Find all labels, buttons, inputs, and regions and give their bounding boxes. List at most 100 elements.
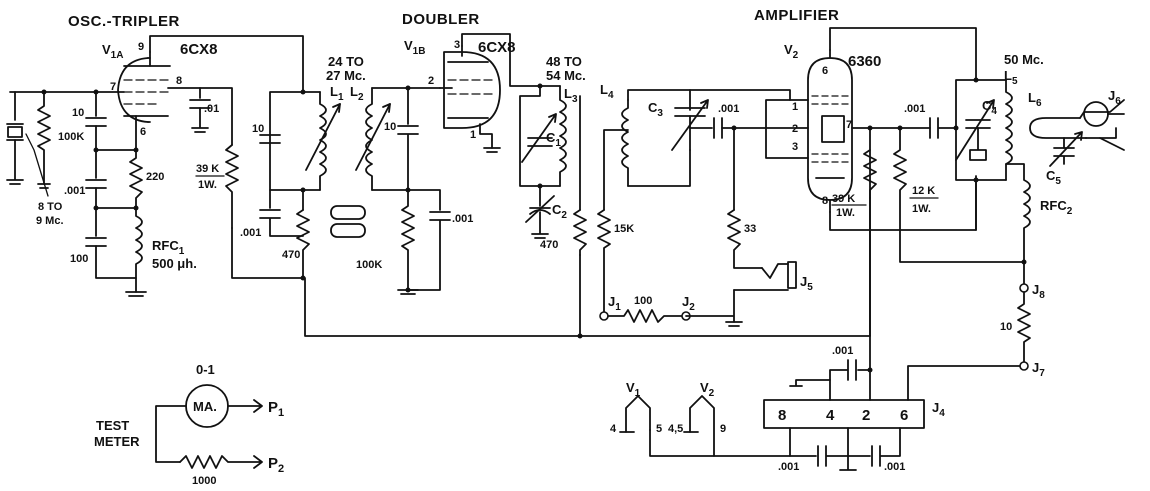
section-title-osc-tripler: OSC.-TRIPLER — [68, 13, 180, 30]
heater-v1-pin-b: 5 — [656, 423, 662, 435]
resistor-meter-1000 — [179, 455, 263, 469]
r-j1j2-label: 100 — [634, 295, 652, 307]
v1b-ref: V1B — [404, 38, 425, 57]
jack-j5[interactable] — [733, 261, 797, 291]
r-grid-label: 100K — [58, 131, 84, 143]
crystal — [6, 91, 24, 185]
v2-pin-7: 7 — [846, 119, 852, 131]
v1a-pin-8: 8 — [176, 75, 182, 87]
jack-j8[interactable] — [1019, 283, 1029, 293]
r-j8j7-label: 10 — [1000, 321, 1012, 333]
c-grid-top-label: 10 — [72, 107, 84, 119]
resistor-j8-j7-10 — [1017, 291, 1031, 363]
j7-ref: J7 — [1032, 360, 1045, 379]
rfc1-value: 500 μh. — [152, 256, 197, 271]
c4-ref: C4 — [982, 98, 997, 117]
v1a-ref: V1A — [102, 42, 123, 61]
c-grid-bot-label: 100 — [70, 253, 88, 265]
v1b-pin-2: 2 — [428, 75, 434, 87]
inductor-l5 — [1005, 79, 1013, 181]
rfc2-ref: RFC2 — [1040, 198, 1073, 217]
resistor-amp-plate-12k — [893, 127, 1025, 263]
v1b-pin-1: 1 — [470, 129, 476, 141]
v1a-pin-7: 7 — [110, 81, 116, 93]
l1-freq-1: 24 TO — [328, 54, 364, 69]
c-j4-bot-left-label: .001 — [778, 461, 799, 473]
resistor-dbl-plate-470 — [573, 209, 587, 256]
r-amp-plate-watt: 1W. — [912, 203, 931, 215]
heater-v2-ref: V2 — [700, 380, 715, 399]
tank1-frame — [269, 91, 321, 191]
heater-v2 — [683, 395, 715, 457]
resistor-grid-100k — [37, 91, 51, 185]
j4-ref: J4 — [932, 400, 945, 419]
link-coupling — [330, 205, 366, 238]
v1b-cathode-lead — [479, 123, 493, 149]
v1a-cathode-lead — [95, 115, 137, 151]
jack-j1[interactable] — [599, 311, 609, 321]
capacitor-j4-top — [829, 359, 871, 401]
c-j4-top-label: .001 — [832, 345, 853, 357]
r-amp-screen-watt: 1W. — [836, 207, 855, 219]
v2-top-lead — [829, 27, 977, 81]
r-tank1-label: 470 — [282, 249, 300, 261]
v2-type: 6360 — [848, 53, 881, 70]
j4-pin-4: 4 — [826, 407, 835, 424]
v1a-plate-lead — [149, 35, 304, 93]
inductor-rfc2 — [1005, 163, 1031, 285]
jack-j7[interactable] — [1019, 361, 1029, 371]
capacitor-j4-bot-right — [847, 427, 901, 467]
heater-v1-ref: V1 — [626, 380, 641, 399]
connector-j6[interactable] — [1079, 99, 1125, 151]
v1b-type: 6CX8 — [478, 39, 516, 56]
r-screen1-watt: 1W. — [198, 179, 217, 191]
c3-ref: C3 — [648, 100, 663, 119]
resistor-amp-grid-15k — [597, 209, 611, 317]
v2-pin-2: 2 — [792, 123, 798, 135]
l2-ref: L2 — [350, 84, 364, 103]
probe-p2: P2 — [268, 455, 284, 475]
j1-ref: J1 — [608, 294, 621, 313]
v2-pin-1: 1 — [792, 101, 798, 113]
v1a-pin-6: 6 — [140, 126, 146, 138]
c-coup-label: .001 — [718, 103, 739, 115]
resistor-j1-j2-100 — [607, 309, 683, 323]
inductor-l3 — [559, 85, 567, 187]
j6-ref: J6 — [1108, 88, 1121, 107]
j8-ref: J8 — [1032, 282, 1045, 301]
capacitor-coupling — [713, 117, 723, 139]
v2-ref: V2 — [784, 42, 799, 61]
c-out-coup-label: .001 — [904, 103, 925, 115]
c-screen-label: .01 — [204, 103, 219, 115]
tube-v2 — [807, 49, 853, 213]
l3-freq-1: 48 TO — [546, 54, 582, 69]
meter-range: 0-1 — [196, 362, 215, 377]
c1-ref: C1 — [546, 130, 561, 149]
capacitor-j4-bot-left — [789, 427, 849, 467]
j4-pin-6: 6 — [900, 407, 908, 424]
c-dbl-byp-label: .001 — [452, 213, 473, 225]
section-title-doubler: DOUBLER — [402, 11, 480, 28]
test-meter-label-1: TEST — [96, 418, 129, 433]
l3-freq-2: 54 Mc. — [546, 68, 586, 83]
v1b-pin-3: 3 — [454, 39, 460, 51]
c-dbl-grid-label: 10 — [384, 121, 396, 133]
r-amp-grid-label: 15K — [614, 223, 634, 235]
r-screen1-label: 39 K — [196, 163, 219, 175]
r-amp-screen-label: 39 K — [832, 193, 855, 205]
inductor-rfc1 — [135, 207, 143, 293]
v1a-pin-9: 9 — [138, 41, 144, 53]
c-tank1-byp-label: .001 — [240, 227, 261, 239]
heater-v2-pin-a: 4,5 — [668, 423, 683, 435]
rfc1-ref: RFC1 — [152, 238, 185, 257]
c-grid-mid-label: .001 — [64, 185, 85, 197]
l5-ref: L5 — [1004, 68, 1018, 87]
crystal-freq-2: 9 Mc. — [36, 215, 64, 227]
l1-ref: L1 — [330, 84, 344, 103]
j4-pin-2: 2 — [862, 407, 870, 424]
r-dbl-plate-label: 470 — [540, 239, 558, 251]
r-dbl-grid-label: 100K — [356, 259, 382, 271]
l5-freq: 50 Mc. — [1004, 52, 1044, 67]
j4-pin-8: 8 — [778, 407, 786, 424]
